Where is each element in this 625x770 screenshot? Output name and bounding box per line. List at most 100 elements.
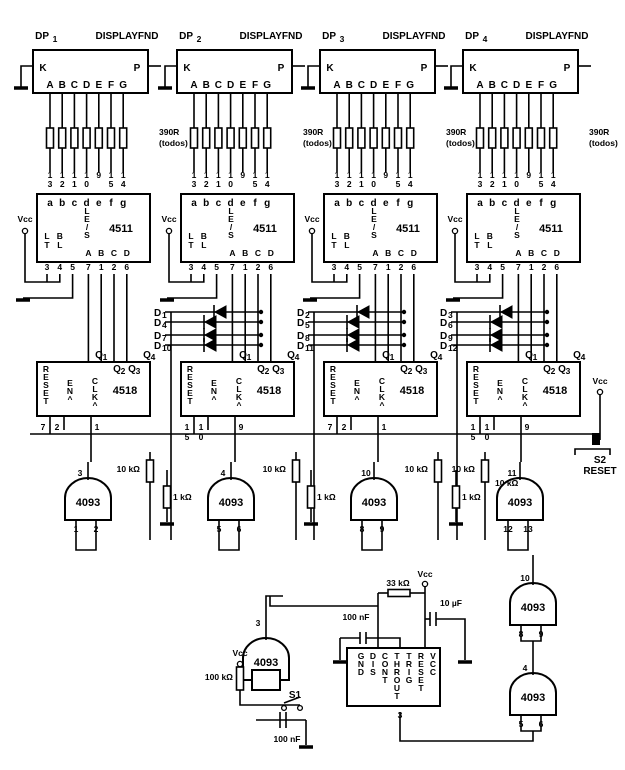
display-2-les: / (230, 222, 233, 232)
resistor-1k-label: 1 kΩ (317, 492, 336, 502)
display-1-les: E (84, 214, 90, 224)
display-3-seg-A: A (333, 80, 340, 91)
timer-cap-wire (366, 637, 401, 648)
counter-1-q2n: 2 (121, 366, 126, 376)
display-2-le-wire (167, 274, 218, 299)
vcc-timer-terminal (421, 580, 429, 588)
timer-c10u-label: 10 µF (440, 598, 462, 608)
osc-cap-label: 100 nF (274, 734, 301, 744)
counter-3-q1: Q (382, 350, 390, 361)
display-1-dec-bpin: 6 (124, 262, 129, 272)
counter-2-reset-label: S (187, 380, 193, 390)
display-4-dec-in: B (528, 248, 534, 258)
counter-1-reset-label: T (43, 396, 49, 406)
display-2-lt: L (188, 231, 193, 241)
counter-3-clk-label: C (379, 376, 385, 386)
display-3-dec-pin: 1 (359, 179, 364, 189)
display-3-dec-pin: 1 (335, 170, 340, 180)
timer-pin-label: E (418, 659, 424, 669)
display-2-les: S (228, 230, 234, 240)
display-4-res-note: 390R (589, 127, 609, 137)
display-4-label: DISPLAYFND (526, 31, 589, 42)
diode-num-D2: 2 (305, 310, 310, 320)
counter-2-clk-pin: 9 (239, 422, 244, 432)
display-4-resistor (524, 127, 534, 149)
display-3-dec-in: A (372, 248, 378, 258)
counter-1-en-pin: 2 (55, 422, 60, 432)
display-4-dec-seg: f (539, 198, 543, 209)
display-2-resistor (238, 127, 248, 149)
display-1-dec-bpin: 7 (86, 262, 91, 272)
display-1-dec-pin: 1 (48, 170, 53, 180)
diode-num-D1: 1 (162, 310, 167, 320)
display-4-dec-in: D (554, 248, 560, 258)
display-1-dec-bpin: 4 (57, 262, 62, 272)
timer-pin-label: T (382, 675, 388, 685)
display-4-dec-pin: 1 (502, 179, 507, 189)
display-4-dec-bpin: 6 (554, 262, 559, 272)
counter-4-clk-label: C (522, 376, 528, 386)
counter-2-reset-pin: 1 (185, 422, 190, 432)
gate-chain-4-in-wire (520, 625, 542, 642)
display-4-seg-C: C (501, 80, 508, 91)
display-2-dec-in: D (268, 248, 274, 258)
display-3-res-note2: (todos) (446, 138, 475, 148)
display-4-bl: B (487, 231, 493, 241)
display-2-resistor (262, 127, 272, 149)
display-1-dec-pin: 5 (109, 179, 114, 189)
diode-label-D4: D (154, 318, 161, 329)
counter-3-reset-label: T (330, 396, 336, 406)
display-1-seg-D: D (83, 80, 90, 91)
display-1-dec-pin: 1 (72, 179, 77, 189)
display-3-dec-seg: a (334, 198, 340, 209)
timer-cap-label: 100 nF (343, 612, 370, 622)
gate-chain-5-in-wire (520, 715, 542, 732)
counter-1-en-label: N (67, 386, 73, 396)
counter-2-reset-label: E (187, 388, 193, 398)
display-2-resistor (226, 127, 235, 149)
display-4-dec-seg: b (489, 198, 495, 209)
counter-3-en-label: N (354, 386, 360, 396)
display-2-pin-p: P (278, 63, 285, 74)
display-1-resistor (94, 127, 104, 149)
gate-top-2-out-pin: 4 (221, 468, 226, 478)
display-2-dec-pin: 1 (204, 170, 209, 180)
counter-2 (180, 361, 295, 417)
display-1-dec-seg: g (120, 198, 126, 209)
display-3-dec-seg: f (396, 198, 400, 209)
display-4-lt: L (474, 231, 479, 241)
diode (346, 338, 360, 352)
diode-num-D4: 4 (162, 320, 167, 330)
resistor-1k (306, 485, 316, 509)
display-3-dec-seg: c (359, 198, 365, 209)
reset-switch-wire (574, 448, 611, 455)
counter-3-q2n: 2 (408, 366, 413, 376)
display-2-dec-seg: b (203, 198, 209, 209)
counter-1-clk-label: L (92, 384, 97, 394)
counter-3-en-label: ^ (355, 394, 360, 404)
display-2-dec-pin: 2 (204, 179, 209, 189)
counter-4-reset-label: S (473, 380, 479, 390)
display-4-dec-seg: a (477, 198, 483, 209)
resistor-10k-label: 10 kΩ (263, 464, 287, 474)
display-2-dec-seg: e (240, 198, 246, 209)
counter-3-en-pin: 2 (342, 422, 347, 432)
diode (489, 328, 503, 342)
display-4-resistor (512, 127, 521, 149)
display-4-seg-A: A (476, 80, 483, 91)
counter-4-reset-pin: 1 (471, 422, 476, 432)
display-1-bl: L (57, 240, 62, 250)
display-4-dec-bpin: 4 (487, 262, 492, 272)
gate-top-4-out-pin: 11 (508, 468, 517, 478)
diode-label-D9: D (440, 331, 447, 342)
display-2-ref-sub: 2 (197, 34, 202, 44)
display-3-dec-in: D (411, 248, 417, 258)
counter-4-q1n: 1 (533, 352, 538, 362)
timer-pin-label: G (358, 651, 365, 661)
display-3-dec-pin: 3 (335, 179, 340, 189)
diode-label-D5: D (297, 318, 304, 329)
display-1-dec-seg: f (109, 198, 113, 209)
display-2-dec-seg: c (216, 198, 222, 209)
display-3-ref-sub: 3 (340, 34, 345, 44)
